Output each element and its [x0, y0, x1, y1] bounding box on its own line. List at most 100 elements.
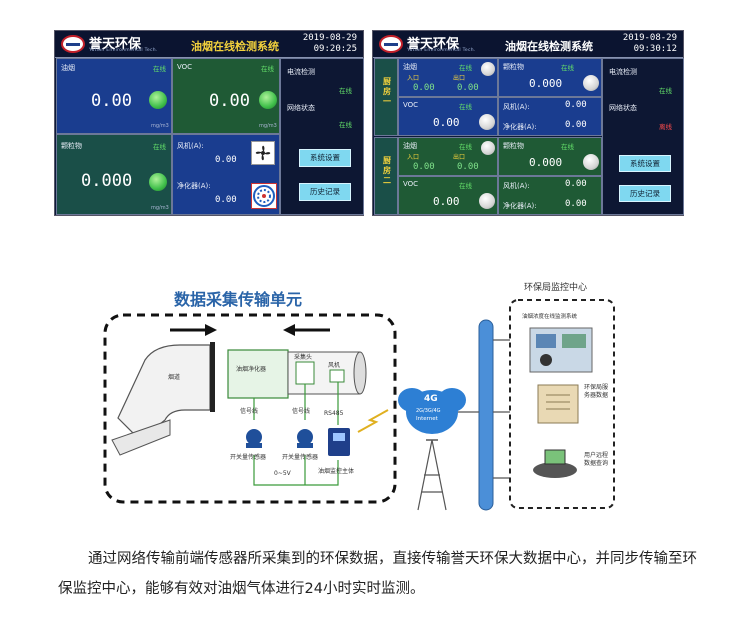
collector-label: 采集头	[294, 354, 313, 361]
oil-fume-label: 油烟	[403, 142, 417, 150]
fan-value: 0.00	[565, 179, 587, 189]
group2-tab-label: 厨房二	[383, 156, 391, 185]
voltage-label: 0~5V	[274, 470, 291, 477]
oil-fume-unit: mg/m3	[151, 123, 169, 129]
purifier-label: 油烟净化器	[236, 366, 267, 373]
group1-oil-fume-cell: 油烟 在线 入口 出口 0.00 0.00	[398, 58, 498, 97]
clock-time: 09:20:25	[313, 44, 357, 54]
oil-fume-status: 在线	[459, 143, 472, 151]
group2-particulate-cell: 颗粒物 在线 0.000	[498, 137, 602, 176]
clock-date: 2019-08-29	[622, 33, 677, 43]
net-4g-label: 4G	[424, 394, 438, 404]
power-check-label: 电流检测	[287, 68, 315, 76]
voc-value: 0.00	[433, 195, 460, 208]
fan-icon	[251, 141, 275, 165]
net-sub-label: 2G/3G/4G	[416, 408, 441, 414]
brand-logo-icon	[61, 35, 85, 53]
backbone-label: Internet	[466, 376, 475, 408]
voc-status: 在线	[459, 103, 472, 111]
inlet-value: 0.00	[413, 162, 435, 172]
outlet-label: 出口	[453, 154, 466, 161]
oil-fume-indicator-icon	[481, 141, 495, 155]
system-settings-button[interactable]: 系统设置	[299, 149, 351, 167]
network-status: 在线	[339, 121, 352, 129]
particulate-indicator-icon	[583, 154, 599, 170]
fan-label: 风机(A):	[503, 103, 530, 111]
purifier-icon	[251, 183, 277, 209]
system-settings-button[interactable]: 系统设置	[619, 155, 671, 172]
outlet-value: 0.00	[457, 83, 479, 93]
outlet-label: 出口	[453, 75, 466, 82]
clock: 2019-08-29 09:20:25	[303, 33, 357, 55]
fan-purifier-cell: 风机(A): 在线 0.00 净化器(A): 0.00	[172, 134, 280, 215]
caption-text: 通过网络传输前端传感器所采集到的环保数据，直接传输誉天环保大数据中心，并同步传输…	[58, 551, 697, 597]
group1-tab[interactable]: 厨房一	[374, 58, 398, 136]
particulate-value: 0.000	[81, 171, 133, 191]
voc-cell: VOC 在线 0.00 mg/m3	[172, 58, 280, 134]
duct-label: 烟道	[168, 374, 181, 381]
history-button[interactable]: 历史记录	[619, 185, 671, 202]
fan-value: 0.00	[215, 155, 237, 165]
group1-particulate-cell: 颗粒物 在线 0.000	[498, 58, 602, 97]
group2-tab[interactable]: 厨房二	[374, 137, 398, 215]
fan-label: 风机	[328, 362, 341, 369]
network-status: 离线	[659, 123, 672, 131]
panel-header: 誉天环保 Yutian Environmental Tech. 油烟在线检测系统…	[55, 31, 363, 58]
particulate-label: 颗粒物	[503, 63, 524, 71]
particulate-value: 0.000	[529, 156, 563, 169]
group1-tab-label: 厨房一	[383, 77, 391, 106]
history-button[interactable]: 历史记录	[299, 183, 351, 201]
signal-line-label-1: 信号线	[240, 408, 259, 415]
particulate-unit: mg/m3	[151, 205, 169, 211]
power-check-label: 电流检测	[609, 68, 637, 76]
purifier-label: 净化器(A):	[177, 182, 211, 190]
voc-indicator-icon	[259, 91, 277, 109]
brand-logo-icon	[379, 35, 403, 53]
network-label: 网络状态	[609, 104, 637, 112]
power-check-status: 在线	[339, 87, 352, 95]
purifier-value: 0.00	[565, 120, 587, 130]
fan-value: 0.00	[565, 100, 587, 110]
hmi-panel-left: 誉天环保 Yutian Environmental Tech. 油烟在线检测系统…	[54, 30, 364, 216]
fan-label: 风机(A):	[503, 182, 530, 190]
panel-header: 誉天环保 Yutian Environmental Tech. 油烟在线检测系统…	[373, 31, 683, 58]
voc-label: VOC	[403, 101, 419, 109]
clock-time: 09:30:12	[633, 44, 677, 54]
brand-subtitle: Yutian Environmental Tech.	[89, 48, 158, 53]
inlet-label: 入口	[407, 154, 420, 161]
particulate-value: 0.000	[529, 77, 563, 90]
outlet-value: 0.00	[457, 162, 479, 172]
system-title: 油烟在线检测系统	[505, 40, 593, 53]
inlet-label: 入口	[407, 75, 420, 82]
purifier-value: 0.00	[215, 195, 237, 205]
particulate-status: 在线	[153, 143, 166, 151]
voc-status: 在线	[459, 182, 472, 190]
oil-fume-label: 油烟	[61, 64, 75, 72]
fan-label: 风机(A):	[177, 142, 204, 150]
purifier-label: 净化器(A):	[503, 202, 537, 210]
brand-name: 誉天环保	[407, 37, 460, 52]
diagram-title: 数据采集传输单元	[174, 290, 303, 309]
particulate-indicator-icon	[149, 173, 167, 191]
purifier-label: 净化器(A):	[503, 123, 537, 131]
voc-label: VOC	[177, 63, 193, 71]
particulate-status: 在线	[561, 143, 574, 151]
particulate-status: 在线	[561, 64, 574, 72]
clock-date: 2019-08-29	[302, 33, 357, 43]
brand-name: 誉天环保	[89, 37, 142, 52]
particulate-label: 颗粒物	[61, 142, 82, 150]
group2-fan-cell: 风机(A): 0.00 净化器(A): 0.00	[498, 176, 602, 215]
voc-indicator-icon	[479, 193, 495, 209]
particulate-label: 颗粒物	[503, 142, 524, 150]
voc-label: VOC	[403, 180, 419, 188]
net-internet-label: Internet	[416, 416, 438, 422]
group1-voc-cell: VOC 在线 0.00	[398, 97, 498, 136]
network-label: 网络状态	[287, 104, 315, 112]
sensor-label-2: 开关量传感器	[282, 454, 319, 461]
particulate-indicator-icon	[583, 75, 599, 91]
particulate-cell: 颗粒物 在线 0.000 mg/m3	[56, 134, 172, 215]
voc-indicator-icon	[479, 114, 495, 130]
voc-status: 在线	[261, 65, 274, 73]
server-label: 环保局服务器数据	[584, 384, 609, 399]
